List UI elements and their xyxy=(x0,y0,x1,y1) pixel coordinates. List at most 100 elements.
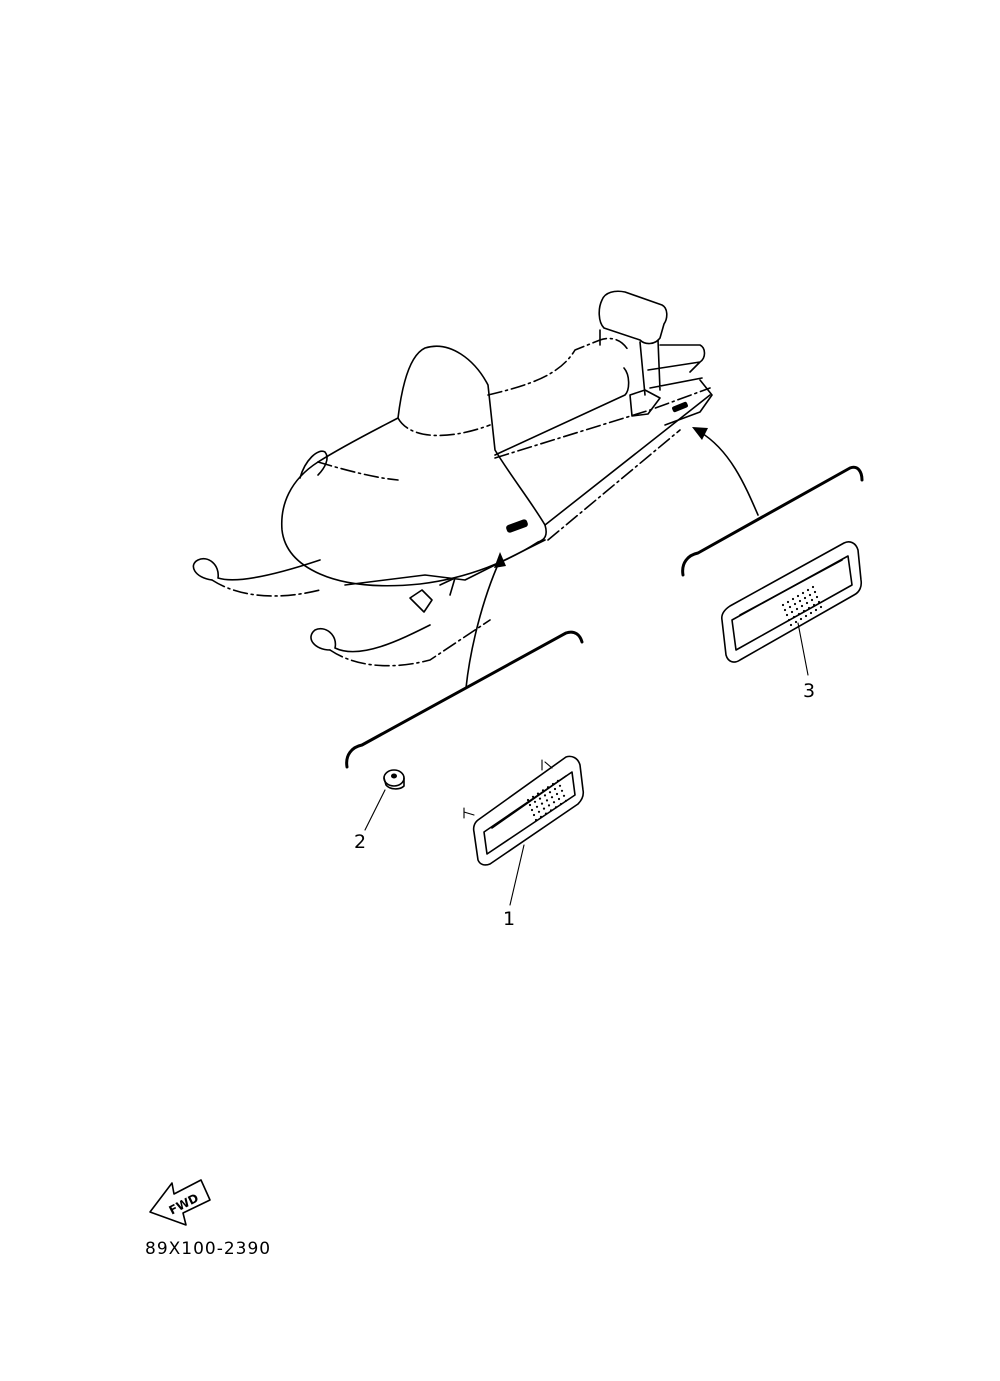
reflector-dot xyxy=(558,784,562,787)
reflector-dot xyxy=(559,802,563,806)
reflector-dot xyxy=(535,805,539,808)
rear-bumper xyxy=(664,379,713,426)
reflector-3-inner xyxy=(731,555,853,651)
reflector-dot xyxy=(798,599,802,603)
arrow-front xyxy=(465,559,501,689)
reflector-dot xyxy=(795,607,799,611)
grab-rail xyxy=(599,329,706,396)
reflector-1-stud-right xyxy=(541,759,553,771)
reflector-dot xyxy=(533,800,537,803)
ski-left-inner xyxy=(211,579,321,597)
reflector-dot xyxy=(556,779,560,782)
reflector-dot xyxy=(806,588,810,592)
reflector-dot xyxy=(800,604,804,608)
callout-1: 1 xyxy=(503,908,515,930)
reflector-dot xyxy=(540,802,544,805)
reflector-dot xyxy=(531,795,535,798)
reflector-dot xyxy=(807,606,811,610)
backrest xyxy=(598,290,668,345)
body-side-dash xyxy=(494,387,711,459)
reflector-dot xyxy=(555,792,559,796)
reflector-dot xyxy=(528,803,532,807)
reflector-dot xyxy=(793,602,797,606)
callout-2: 2 xyxy=(354,831,366,853)
reflector-dot xyxy=(552,801,556,804)
ski-spindle xyxy=(409,577,456,613)
reflector-dot xyxy=(554,806,558,809)
reflector-dot xyxy=(804,614,808,618)
reflector-3-pattern xyxy=(781,585,823,627)
reflector-dot xyxy=(788,605,792,609)
part-3-reflector: 3 xyxy=(721,541,863,702)
snowmobile-hood xyxy=(280,345,547,587)
group-brackets xyxy=(345,465,864,769)
arrow-rear xyxy=(699,431,759,516)
part-1-leader xyxy=(509,844,525,906)
reflector-dot xyxy=(789,623,793,627)
reflector-dot xyxy=(813,590,817,594)
hood-handle xyxy=(299,450,328,479)
fwd-arrow-icon: FWD xyxy=(149,1179,211,1226)
hood-top-dash xyxy=(317,461,399,481)
reflector-dot xyxy=(543,794,547,797)
reflector-1-stud-left xyxy=(463,807,475,819)
reflector-dot xyxy=(803,596,807,600)
reflector-dot xyxy=(546,786,550,789)
reflector-1-outer xyxy=(472,755,585,866)
part-2-nut: 2 xyxy=(354,769,405,853)
reflector-dot xyxy=(534,818,538,822)
seat-top xyxy=(487,337,629,396)
rear-reflector-location xyxy=(672,401,688,413)
reflector-dot xyxy=(796,594,800,598)
front-reflector-location xyxy=(506,519,528,533)
callout-3: 3 xyxy=(803,680,815,702)
reflector-dot xyxy=(815,595,819,599)
reflector-dot xyxy=(783,608,787,612)
reflector-dot xyxy=(544,812,548,815)
arrow-rear-head xyxy=(692,427,708,440)
leader-arrows xyxy=(465,427,759,689)
reflector-dot xyxy=(809,611,813,615)
reflector-dot xyxy=(785,613,789,617)
reflector-dot xyxy=(808,593,812,597)
reflector-dot xyxy=(537,810,541,813)
reflector-dot xyxy=(547,804,551,807)
bracket-front-group xyxy=(345,630,584,769)
reflector-dot xyxy=(526,798,530,802)
reflector-dot xyxy=(560,789,564,792)
tail-box xyxy=(629,389,661,417)
reflector-3-face xyxy=(739,559,843,616)
reflector-dot xyxy=(812,603,816,607)
reflector-dot xyxy=(801,591,805,595)
ski-right xyxy=(310,624,431,653)
seat-side xyxy=(494,367,630,456)
reflector-dot xyxy=(538,797,542,800)
reflector-dot xyxy=(811,585,815,589)
reflector-dot xyxy=(549,809,553,812)
reflector-dot xyxy=(553,787,557,791)
part-1-reflector: 1 xyxy=(463,755,585,930)
reflector-1-pattern xyxy=(526,779,568,822)
reflector-dot xyxy=(805,601,809,605)
reflector-dot xyxy=(541,789,545,792)
part-2-leader xyxy=(364,789,386,831)
reflector-dot xyxy=(817,600,821,604)
reflector-dot xyxy=(562,794,566,797)
reflector-dot xyxy=(536,792,540,795)
reflector-dot xyxy=(786,600,790,604)
reflector-dot xyxy=(564,799,568,802)
reflector-dot xyxy=(814,608,818,612)
reflector-dot xyxy=(810,598,814,602)
reflector-dot xyxy=(781,603,785,607)
reflector-1-inner xyxy=(483,771,576,855)
reflector-dot xyxy=(787,618,791,622)
reflector-dot xyxy=(791,597,795,601)
reflector-dot xyxy=(790,610,794,614)
ski-right-inner xyxy=(329,619,491,667)
reflector-dot xyxy=(545,799,549,802)
reflector-dot xyxy=(530,808,534,812)
reflector-3-outer xyxy=(721,541,863,663)
body-lower xyxy=(544,394,711,526)
reflector-dot xyxy=(532,813,536,817)
